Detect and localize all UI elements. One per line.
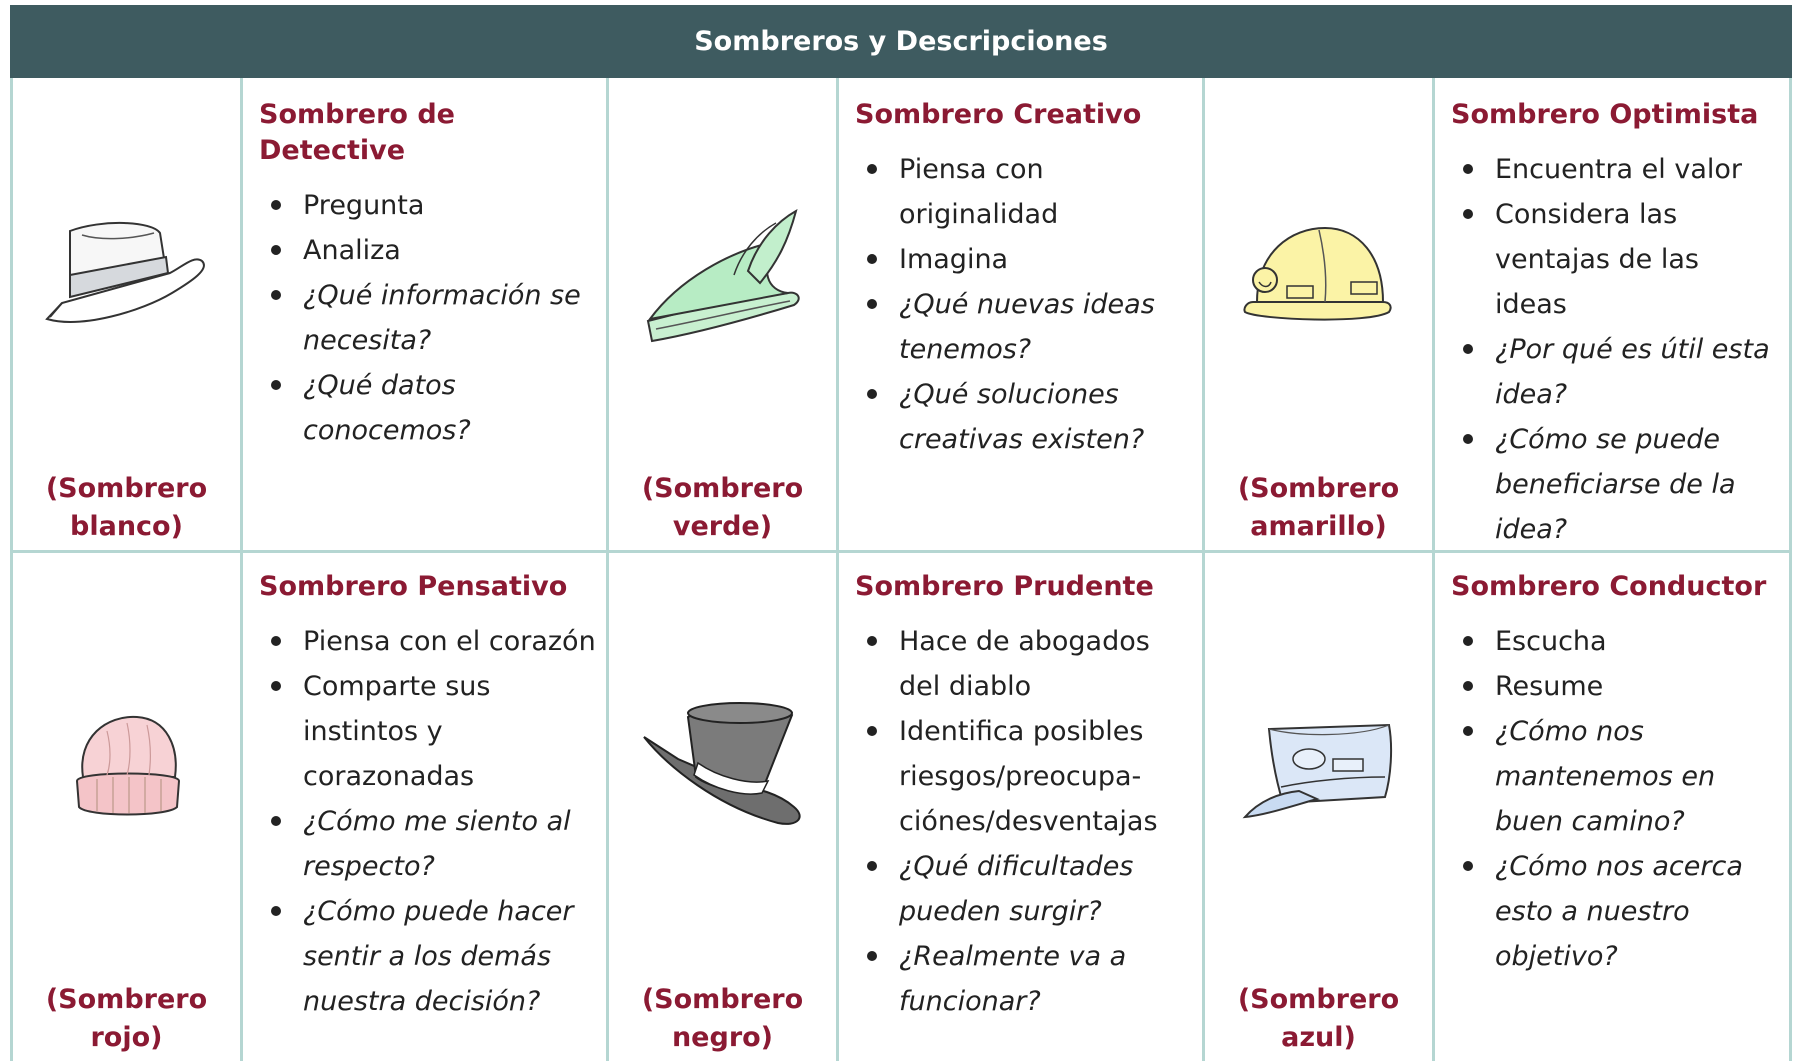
list-item: Encuentra el valor (1451, 147, 1779, 192)
grid-line (1432, 78, 1435, 1061)
list-item: ¿Realmente va a funcionar? (855, 934, 1192, 1024)
list-item: ¿Qué nuevas ideas tenemos? (855, 282, 1192, 372)
hat-caption: (Sombrero negro) (641, 984, 804, 1053)
table-title: Sombreros y Descripciones (10, 5, 1792, 78)
hat-image-cell: (Sombrero verde) (609, 81, 836, 550)
list-item: ¿Qué datos conocemos? (259, 363, 596, 453)
grid-line (240, 78, 243, 1061)
white-fedora-hat-icon (44, 221, 205, 323)
hat-image-cell: (Sombrero amarillo) (1205, 81, 1432, 550)
grid-line (1789, 78, 1792, 1061)
list-item: Resume (1451, 664, 1779, 709)
hat-caption: (Sombrero rojo) (45, 984, 208, 1053)
hats-table: Sombreros y Descripciones (Sombrero blan… (10, 5, 1792, 1061)
list-item: ¿Cómo me siento al respecto? (259, 799, 596, 889)
yellow-hard-hat-icon (1243, 226, 1392, 321)
hat-image-cell: (Sombrero blanco) (13, 81, 240, 550)
list-item: ¿Qué información se necesita? (259, 273, 596, 363)
list-item: ¿Por qué es útil esta idea? (1451, 327, 1779, 417)
grid-line (10, 78, 13, 1061)
grid-line (836, 78, 839, 1061)
hat-heading: Sombrero Pensativo (259, 571, 568, 602)
list-item: ¿Cómo nos mantenemos en buen camino? (1451, 709, 1779, 844)
list-item: ¿Cómo puede hacer sentir a los demás nue… (259, 889, 596, 1024)
red-beanie-hat-icon (75, 715, 180, 816)
hat-bullet-list: Pregunta Analiza ¿Qué información se nec… (259, 183, 596, 453)
hat-caption: (Sombrero azul) (1237, 984, 1400, 1053)
list-item: Comparte sus instintos y corazonadas (259, 664, 596, 799)
list-item: Escucha (1451, 619, 1779, 664)
black-top-hat-icon (642, 702, 800, 825)
green-feather-hat-icon (646, 208, 800, 342)
hat-bullet-list: Piensa con el corazón Comparte sus insti… (259, 619, 596, 1024)
hat-image-cell: (Sombrero negro) (609, 553, 836, 1061)
hat-image-cell: (Sombrero azul) (1205, 553, 1432, 1061)
list-item: Pregunta (259, 183, 596, 228)
list-item: ¿Cómo se puede beneficiarse de la idea? (1451, 417, 1779, 552)
blue-conductor-cap-icon (1242, 723, 1392, 819)
hat-caption: (Sombrero amarillo) (1237, 473, 1400, 542)
hat-heading: Sombrero Optimista (1451, 99, 1759, 130)
list-item: Hace de abogados del diablo (855, 619, 1192, 709)
hat-description-cell: Sombrero Conductor Escucha Resume ¿Cómo … (1435, 553, 1789, 1061)
list-item: ¿Cómo nos acerca esto a nuestro objetivo… (1451, 844, 1779, 979)
hat-description-cell: Sombrero Creativo Piensa con originalida… (839, 81, 1202, 550)
grid-line (1202, 78, 1205, 1061)
hat-heading: Sombrero Conductor (1451, 571, 1767, 602)
list-item: Piensa con el corazón (259, 619, 596, 664)
hat-description-cell: Sombrero de Detective Pregunta Analiza ¿… (243, 81, 606, 550)
hat-bullet-list: Piensa con originalidad Imagina ¿Qué nue… (855, 147, 1192, 462)
list-item: Considera las ventajas de las ideas (1451, 192, 1779, 327)
hat-bullet-list: Hace de abogados del diablo Identifica p… (855, 619, 1192, 1024)
hat-heading: Sombrero Creativo (855, 99, 1142, 130)
hat-caption: (Sombrero verde) (641, 473, 804, 542)
hat-heading: Sombrero de Detective (259, 99, 455, 166)
hat-description-cell: Sombrero Prudente Hace de abogados del d… (839, 553, 1202, 1061)
hat-bullet-list: Encuentra el valor Considera las ventaja… (1451, 147, 1779, 552)
grid-line (606, 78, 609, 1061)
list-item: ¿Qué soluciones creativas existen? (855, 372, 1192, 462)
list-item: ¿Qué dificultades pueden surgir? (855, 844, 1192, 934)
hat-caption: (Sombrero blanco) (45, 473, 208, 542)
list-item: Analiza (259, 228, 596, 273)
grid-line (10, 550, 1792, 553)
hat-heading: Sombrero Prudente (855, 571, 1154, 602)
hat-bullet-list: Escucha Resume ¿Cómo nos mantenemos en b… (1451, 619, 1779, 979)
hat-description-cell: Sombrero Optimista Encuentra el valor Co… (1435, 81, 1789, 550)
list-item: Imagina (855, 237, 1192, 282)
list-item: Identifica posibles riesgos/preocupa-ció… (855, 709, 1192, 844)
hat-description-cell: Sombrero Pensativo Piensa con el corazón… (243, 553, 606, 1061)
hat-image-cell: (Sombrero rojo) (13, 553, 240, 1061)
list-item: Piensa con originalidad (855, 147, 1192, 237)
